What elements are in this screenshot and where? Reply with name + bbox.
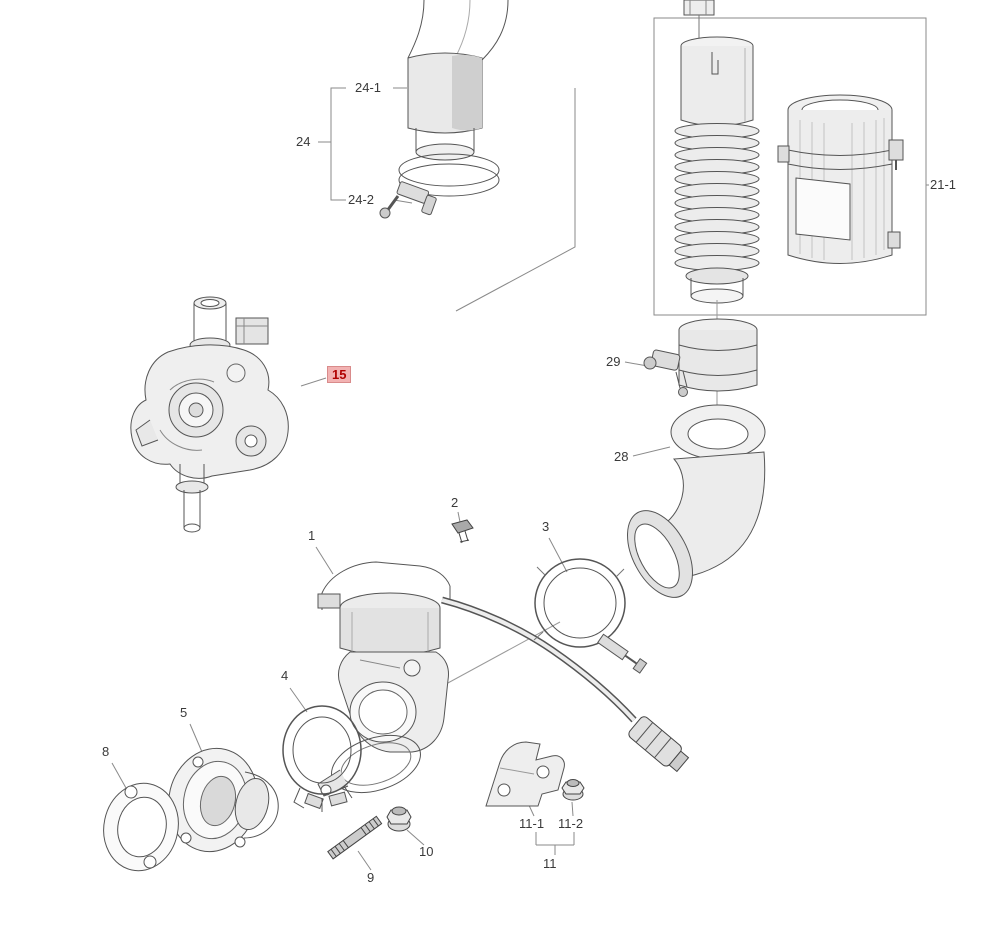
part-24-2-clamp-drawing (379, 153, 500, 219)
callout-21-1[interactable]: 21-1 (930, 177, 957, 192)
callout-24-2[interactable]: 24-2 (348, 192, 375, 207)
callout-24-1[interactable]: 24-1 (355, 80, 382, 95)
callout-5[interactable]: 5 (180, 705, 188, 720)
part-1-actuator-drawing (317, 561, 690, 797)
part-11-1-bracket-drawing (485, 741, 565, 807)
callout-8[interactable]: 8 (102, 744, 110, 759)
callout-1[interactable]: 1 (308, 528, 316, 543)
callout-3[interactable]: 3 (542, 519, 550, 534)
part-11-2-nut-drawing (561, 779, 585, 801)
part-21-1-group-drawing (653, 0, 927, 420)
part-4-clamp-drawing (282, 705, 362, 812)
callout-9[interactable]: 9 (367, 870, 375, 885)
part-29-clamp-drawing (643, 318, 758, 397)
part-5-elbow-drawing (167, 747, 279, 853)
callout-2[interactable]: 2 (451, 495, 459, 510)
callout-11-2[interactable]: 11-2 (558, 816, 584, 831)
part-10-nut-drawing (386, 806, 412, 832)
part-28-elbow-drawing (627, 404, 766, 598)
part-8-gasket-drawing (103, 782, 179, 872)
part-24-1-hose-drawing (407, 0, 509, 161)
callout-11-1[interactable]: 11-1 (519, 816, 545, 831)
part-3-clamp-drawing (533, 558, 648, 674)
callout-10[interactable]: 10 (419, 844, 434, 859)
callout-11[interactable]: 11 (543, 856, 557, 871)
callout-15-highlighted[interactable]: 15 (327, 366, 352, 383)
callout-24[interactable]: 24 (296, 134, 311, 149)
part-15-valve-drawing (130, 296, 289, 533)
callout-28[interactable]: 28 (614, 449, 629, 464)
part-9-stud-drawing (327, 815, 383, 860)
callout-29[interactable]: 29 (606, 354, 621, 369)
part-2-bolt-drawing (451, 519, 474, 544)
callout-4[interactable]: 4 (281, 668, 289, 683)
